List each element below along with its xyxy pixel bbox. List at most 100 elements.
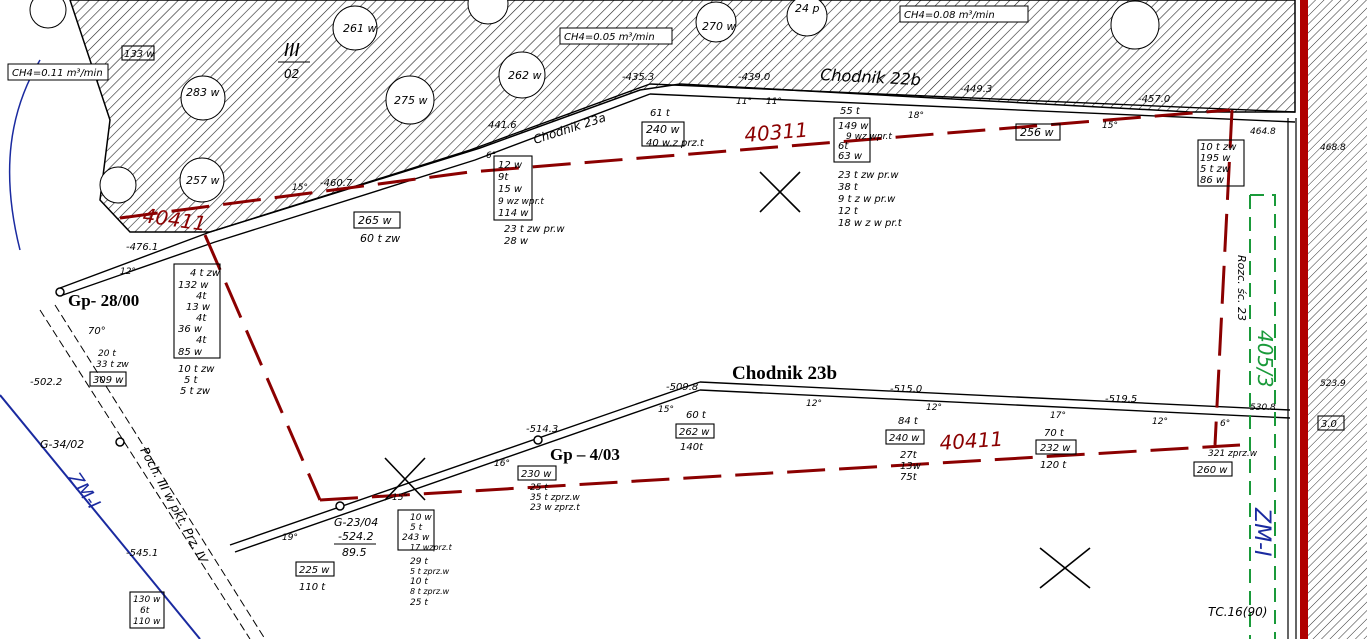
note-n6: 20 t 33 t zw — [96, 349, 129, 370]
svg-text:25 t: 25 t — [410, 598, 428, 608]
survey-point-g34 — [115, 437, 125, 447]
zm-right-label: ZM-I — [1249, 507, 1274, 556]
elevation: -524.2 — [338, 530, 373, 543]
elevation: -439.0 — [738, 72, 770, 83]
angle: 15° — [292, 183, 308, 193]
svg-text:5 t zw: 5 t zw — [180, 386, 211, 397]
blue-fault-line — [0, 394, 201, 639]
svg-text:130 w: 130 w — [133, 595, 161, 605]
svg-text:4 t zw: 4 t zw — [190, 268, 221, 279]
red-border-line — [1300, 0, 1308, 639]
g23-label: G-23/04 — [334, 516, 378, 529]
elevation: -519.5 — [1105, 394, 1137, 405]
svg-text:120 t: 120 t — [1040, 460, 1067, 471]
svg-text:10 t zw: 10 t zw — [1200, 142, 1237, 153]
note-n9: 321 zprz.w — [1208, 449, 1258, 459]
svg-text:33 t zw: 33 t zw — [96, 360, 129, 370]
tc-label: TC.16(90) — [1208, 605, 1267, 619]
note-n5: 10 t zw 5 t 5 t zw — [178, 364, 215, 397]
svg-text:309 w: 309 w — [93, 375, 124, 386]
ch4-mid-box — [559, 27, 673, 45]
svg-text:243 w: 243 w — [402, 533, 430, 543]
angle: 12° — [1152, 417, 1168, 427]
sample-box-b14: 260 w — [1193, 461, 1233, 477]
hatched-right-strip — [1305, 0, 1367, 639]
svg-text:110 w: 110 w — [133, 617, 161, 627]
svg-text:240 w: 240 w — [889, 433, 920, 444]
svg-text:114 w: 114 w — [498, 208, 529, 219]
sample-box-b12: 10 w 5 t 243 w 17 wzprz.t — [397, 509, 453, 552]
elevation: 464.8 — [1250, 127, 1276, 137]
survey-point-gp28 — [55, 287, 65, 297]
elevation: 441.6 — [488, 120, 517, 131]
angle: 70° — [88, 326, 106, 337]
elevation: -476.1 — [126, 242, 158, 253]
note-n8: 25 t 35 t zprz.w 23 w zprz.t — [530, 483, 580, 513]
angle: 12° — [806, 399, 822, 409]
circle-label-2: 262 w — [508, 69, 542, 82]
svg-text:230 w: 230 w — [521, 469, 552, 480]
sample-box-b1: 240 w 40 w.z prz.t — [641, 121, 705, 149]
note-n12: 70 t — [1044, 428, 1065, 439]
svg-text:36 w: 36 w — [178, 324, 203, 335]
ch4-left-label: CH4=0.11 m³/min — [12, 68, 103, 79]
elevation: -449.3 — [960, 84, 992, 95]
elevation: -502.2 — [30, 377, 62, 388]
angle: 15° — [1102, 121, 1118, 131]
gp-4-label: Gp – 4/03 — [550, 445, 620, 464]
elevation: -435.3 — [622, 72, 654, 83]
svg-text:18 w z w pr.t: 18 w z w pr.t — [838, 218, 903, 229]
panel-40311-label: 40311 — [743, 118, 808, 147]
svg-text:75t: 75t — [900, 472, 918, 483]
svg-text:6t: 6t — [838, 141, 849, 152]
sample-box-b6: 256 w — [1015, 123, 1061, 141]
zm-left-label: ZM-I — [63, 468, 104, 513]
svg-text:265 w: 265 w — [358, 214, 392, 227]
sample-box-b16: 133 w — [121, 45, 155, 61]
svg-text:10 t zw: 10 t zw — [178, 364, 215, 375]
svg-text:28 w: 28 w — [504, 236, 529, 247]
circle-label-3: 275 w — [394, 94, 428, 107]
note-n1: 23 t zw pr.w 38 t 9 t z w pr.w 12 t 18 w… — [838, 170, 903, 229]
svg-text:133 w: 133 w — [124, 49, 155, 60]
circle-label-6: 270 w — [702, 20, 736, 33]
ch4-mid-label: CH4=0.05 m³/min — [564, 32, 655, 43]
svg-text:5 t: 5 t — [184, 375, 199, 386]
ch4-top-box — [899, 5, 1029, 23]
svg-text:17 wzprz.t: 17 wzprz.t — [410, 543, 453, 552]
gallery-23b-label: Chodnik 23b — [732, 363, 837, 384]
svg-text:23 w zprz.t: 23 w zprz.t — [530, 503, 580, 513]
elevation: -457.0 — [1138, 94, 1170, 105]
svg-text:20 t: 20 t — [98, 349, 116, 359]
svg-text:5 t zprz.w: 5 t zprz.w — [410, 567, 450, 576]
elevation: 530.8 — [1250, 403, 1276, 413]
angle: 18° — [908, 111, 924, 121]
sample-box-b7: 10 t zw 195 w 5 t zw 86 w — [1197, 139, 1245, 187]
svg-text:10 w: 10 w — [410, 513, 432, 523]
panel-40411-bottom-label: 40411 — [939, 427, 1004, 455]
svg-text:5 t: 5 t — [410, 523, 423, 533]
gallery-23a-line — [59, 83, 651, 297]
blue-curve — [8, 59, 41, 251]
angle: 6° — [486, 151, 496, 161]
angle: 12° — [120, 267, 136, 277]
note-n2: 23 t zw pr.w 28 w — [504, 224, 565, 247]
survey-point-g23 — [335, 501, 345, 511]
svg-text:9t: 9t — [498, 172, 509, 183]
svg-text:195 w: 195 w — [1200, 153, 1231, 164]
elevation: -515.0 — [890, 384, 922, 395]
angle: 16° — [494, 459, 510, 469]
angle: 12° — [926, 403, 942, 413]
rozc-label: Rozc. śc. 23 — [1235, 255, 1248, 321]
angle: 19° — [282, 533, 298, 543]
svg-text:5 t zw: 5 t zw — [1200, 164, 1231, 175]
gallery-upper-line — [649, 83, 1296, 123]
svg-text:9 wz wpr.t: 9 wz wpr.t — [498, 197, 544, 207]
angle: 11° — [736, 97, 752, 107]
svg-text:23 t zw pr.w: 23 t zw pr.w — [838, 170, 899, 181]
svg-text:38 t: 38 t — [838, 182, 859, 193]
elevation: 468.8 — [1320, 143, 1346, 153]
svg-text:9 wz wpr.t: 9 wz wpr.t — [846, 132, 892, 142]
